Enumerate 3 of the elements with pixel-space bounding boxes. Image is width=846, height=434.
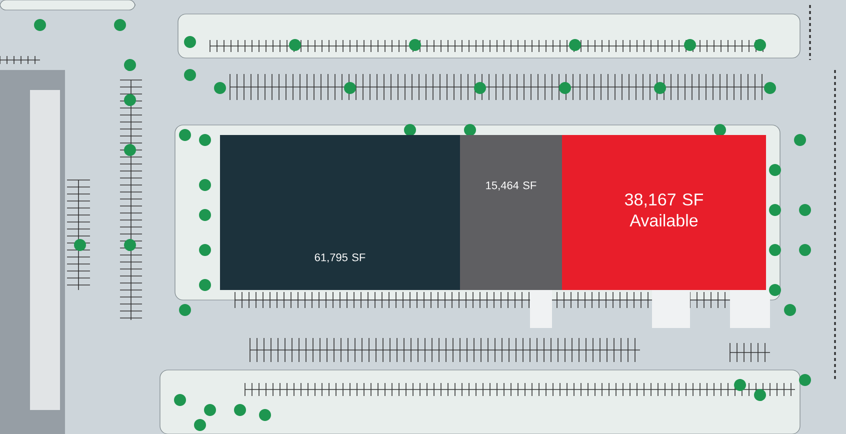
area-label: 15,464 SF [486,181,536,191]
area-label: 38,167 SF Available [624,193,703,227]
area-label: 61,795 SF [314,253,366,263]
